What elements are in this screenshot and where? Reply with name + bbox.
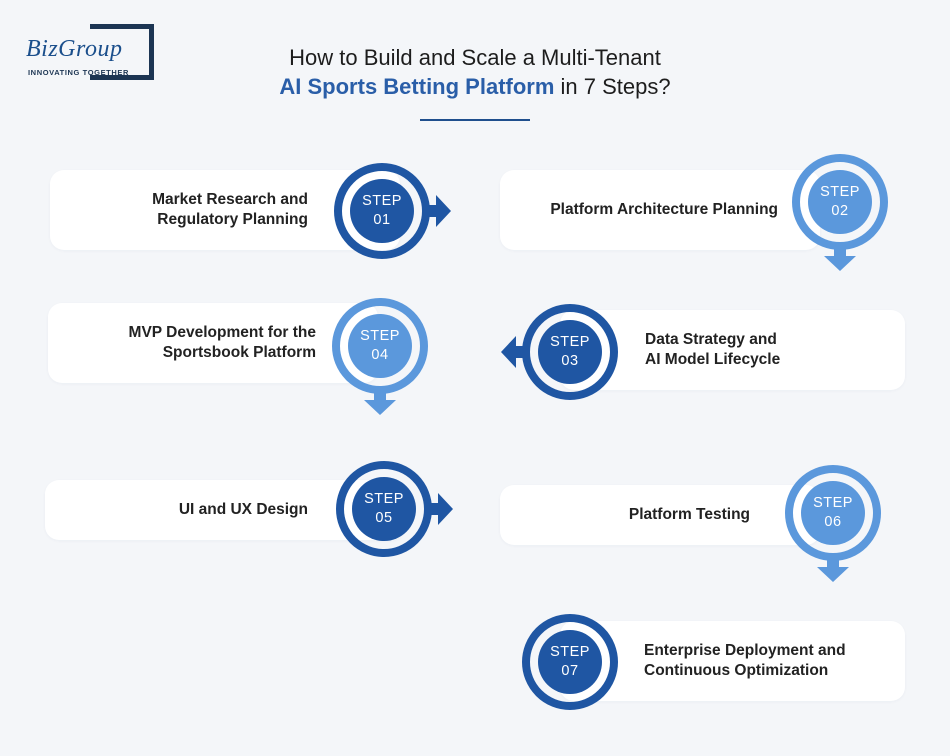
badge-arrow: [824, 242, 856, 271]
logo-tagline: INNOVATING TOGETHER: [28, 68, 129, 77]
step-label-line: Regulatory Planning: [157, 211, 308, 228]
step-word: STEP: [550, 644, 590, 660]
badge-fill: [350, 179, 414, 243]
page-title-rest: in 7 Steps?: [554, 74, 671, 99]
badge-fill: [538, 320, 602, 384]
step-word: STEP: [550, 334, 590, 350]
circle-icon: [522, 614, 618, 710]
title-underline: [420, 119, 530, 121]
step-word: STEP: [362, 193, 402, 209]
step-card-text: Data Strategy and AI Model Lifecycle: [645, 310, 895, 390]
step-card-text: MVP Development for the Sportsbook Platf…: [68, 303, 316, 383]
page-title-line2: AI Sports Betting Platform in 7 Steps?: [0, 74, 950, 100]
logo-name: BizGroup: [26, 36, 123, 62]
step-number: 03: [561, 353, 579, 369]
step-card-01: Market Research and Regulatory Planning: [50, 170, 400, 250]
step-label-line: Market Research and: [152, 191, 308, 208]
badge-ring: [522, 614, 618, 710]
step-badge-02: STEP 02: [775, 137, 905, 271]
step-card-text: UI and UX Design: [65, 480, 308, 540]
step-card-text: Market Research and Regulatory Planning: [70, 170, 308, 250]
step-label-line: Platform Testing: [628, 506, 750, 523]
step-card-text: Enterprise Deployment and Continuous Opt…: [644, 621, 899, 701]
step-number: 02: [831, 203, 849, 219]
step-number: 07: [561, 663, 579, 679]
badge-arrow: [817, 553, 849, 582]
step-number: 01: [373, 212, 391, 228]
step-badge-06: STEP 06: [768, 448, 898, 582]
badge-fill: [348, 314, 412, 378]
badge-fill: [808, 170, 872, 234]
step-word: STEP: [813, 495, 853, 511]
step-badge-text: STEP 04: [315, 327, 445, 365]
step-badge-01: STEP 01: [317, 146, 451, 276]
step-label-line: Enterprise Deployment and: [644, 642, 846, 659]
step-badge-03: STEP 03: [501, 287, 635, 417]
arrow-down-icon: [785, 465, 881, 582]
step-number: 04: [371, 347, 389, 363]
step-word: STEP: [820, 184, 860, 200]
step-badge-text: STEP 05: [319, 490, 449, 528]
step-badge-text: STEP 07: [505, 643, 635, 681]
badge-fill: [801, 481, 865, 545]
logo-frame: [90, 24, 154, 80]
step-card-text: Platform Testing: [510, 485, 750, 545]
step-badge-text: STEP 02: [775, 183, 905, 221]
page-title-line1: How to Build and Scale a Multi-Tenant: [289, 45, 661, 70]
arrow-right-icon: [336, 461, 453, 557]
step-card-03: Data Strategy and AI Model Lifecycle: [560, 310, 905, 390]
step-word: STEP: [364, 491, 404, 507]
step-label-line: Data Strategy and: [645, 331, 777, 348]
badge-arrow: [424, 493, 453, 525]
step-word: STEP: [360, 328, 400, 344]
arrow-right-icon: [334, 163, 451, 259]
step-card-04: MVP Development for the Sportsbook Platf…: [48, 303, 378, 383]
step-label-line: UI and UX Design: [178, 501, 308, 518]
step-badge-04: STEP 04: [315, 281, 445, 415]
step-badge-text: STEP 06: [768, 494, 898, 532]
step-label-line: AI Model Lifecycle: [645, 351, 781, 368]
step-label-line: Continuous Optimization: [644, 662, 829, 679]
step-card-02: Platform Architecture Planning: [500, 170, 820, 250]
badge-arrow: [422, 195, 451, 227]
page-title-highlight: AI Sports Betting Platform: [279, 74, 555, 99]
step-label-line: MVP Development for the: [128, 324, 316, 341]
badge-fill: [538, 630, 602, 694]
step-label-line: Platform Architecture Planning: [550, 201, 778, 218]
step-number: 05: [375, 510, 393, 526]
arrow-down-icon: [332, 298, 428, 415]
badge-fill: [352, 477, 416, 541]
step-card-06: Platform Testing: [500, 485, 820, 545]
step-badge-text: STEP 03: [505, 333, 635, 371]
step-badge-05: STEP 05: [319, 444, 453, 574]
step-number: 06: [824, 514, 842, 530]
company-logo: BizGroup INNOVATING TOGETHER: [22, 24, 162, 86]
badge-arrow: [364, 386, 396, 415]
step-label-line: Sportsbook Platform: [162, 344, 316, 361]
step-card-text: Platform Architecture Planning: [510, 170, 778, 250]
arrow-down-icon: [792, 154, 888, 271]
badge-arrow: [501, 336, 530, 368]
step-badge-text: STEP 01: [317, 192, 447, 230]
step-badge-07: STEP 07: [505, 597, 635, 727]
arrow-left-icon: [501, 304, 618, 400]
